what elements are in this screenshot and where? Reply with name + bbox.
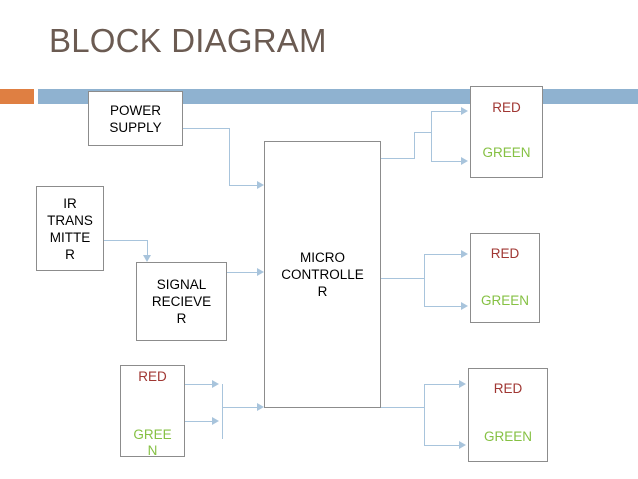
connector-mcu-to-top-tl-seg3 [414,132,432,133]
connector-left-tl-red-arrow-icon [212,380,219,388]
connector-signal-to-mcu-arrow-icon [257,268,264,276]
connector-power-to-mcu-seg3 [229,185,258,186]
traffic-light-bottom-right-red: RED [493,381,523,396]
ir-transmitter-line-3: MITTE [49,229,91,245]
connector-left-tl-merge-vertical [222,384,223,439]
traffic-light-middle-right-green: GREEN [480,293,529,308]
ir-transmitter-line-2: TRANS [47,212,93,228]
signal-receiver-line-1: SIGNAL [156,277,207,292]
connector-left-tl-to-mcu-arrow-icon [257,403,264,411]
connector-left-tl-red-seg1 [185,384,213,385]
connector-power-to-mcu-seg2 [229,128,230,185]
connector-mcu-to-top-tl-red-arrow-icon [461,107,468,115]
connector-mcu-to-mid-tl-red-branch [424,254,462,255]
traffic-light-bottom-right: RED GREEN [468,368,548,462]
traffic-light-middle-right: RED GREEN [470,233,540,323]
connector-mcu-to-mid-tl-red-arrow-icon [461,250,468,258]
connector-left-tl-green-seg1 [185,421,213,422]
connector-power-to-mcu-seg1 [183,128,230,129]
traffic-light-top-right-red: RED [492,100,521,115]
connector-mcu-to-top-tl-green-arrow-icon [461,157,468,165]
connector-mcu-to-mid-tl-split [424,254,425,307]
connector-mcu-to-bot-tl-split [424,384,425,446]
signal-receiver-line-2: RECIEVE [151,294,212,309]
connector-mcu-to-mid-tl-seg1 [381,278,425,279]
traffic-light-bottom-left-green-line-1: GREE [133,427,172,442]
traffic-light-bottom-left-green-line-2: N [147,443,158,458]
connector-mcu-to-top-tl-red-branch [431,111,462,112]
connector-mcu-to-bot-tl-red-arrow-icon [459,380,466,388]
connector-mcu-to-bot-tl-green-branch [424,445,460,446]
connector-mcu-to-top-tl-split [431,111,432,162]
traffic-light-bottom-right-green: GREEN [483,429,532,444]
microcontroller-line-2: CONTROLLE [281,267,364,282]
connector-mcu-to-top-tl-seg2 [414,132,415,159]
accent-rule-orange [0,89,34,104]
microcontroller-line-1: MICRO [300,250,345,265]
ir-transmitter-line-4: R [65,246,75,262]
traffic-light-bottom-left-red: RED [138,369,167,384]
connector-power-to-mcu-arrow-icon [257,181,264,189]
signal-receiver-line-3: R [176,311,187,326]
power-supply-line-2: SUPPLY [109,119,162,135]
connector-mcu-to-mid-tl-green-branch [424,306,462,307]
connector-ir-to-signal-arrow-icon [143,255,151,262]
ir-transmitter-line-1: IR [63,195,77,211]
connector-mcu-to-bot-tl-green-arrow-icon [459,441,466,449]
block-signal-receiver: SIGNAL RECIEVE R [136,262,227,341]
traffic-light-top-right: RED GREEN [470,86,543,178]
connector-ir-to-signal-seg1 [104,240,148,241]
microcontroller-line-3: R [317,284,328,299]
traffic-light-bottom-left: RED GREE N [120,365,185,459]
connector-mcu-to-top-tl-green-branch [431,161,462,162]
block-ir-transmitter: IR TRANS MITTE R [36,186,104,271]
block-power-supply: POWER SUPPLY [88,91,183,146]
traffic-light-bottom-left-green: GREE N [121,427,184,459]
block-microcontroller: MICRO CONTROLLE R [264,141,381,408]
connector-mcu-to-mid-tl-green-arrow-icon [461,302,468,310]
connector-left-tl-green-arrow-icon [212,417,219,425]
connector-mcu-to-bot-tl-seg1 [381,407,425,408]
connector-signal-to-mcu-seg1 [227,272,258,273]
connector-ir-to-signal-seg2 [147,240,148,256]
connector-left-tl-to-mcu-seg [222,407,258,408]
traffic-light-middle-right-red: RED [490,246,520,261]
traffic-light-top-right-green: GREEN [482,145,531,160]
connector-mcu-to-top-tl-seg1 [381,158,415,159]
power-supply-line-1: POWER [109,102,161,118]
connector-mcu-to-bot-tl-red-branch [424,384,460,385]
page-title: BLOCK DIAGRAM [49,22,327,59]
